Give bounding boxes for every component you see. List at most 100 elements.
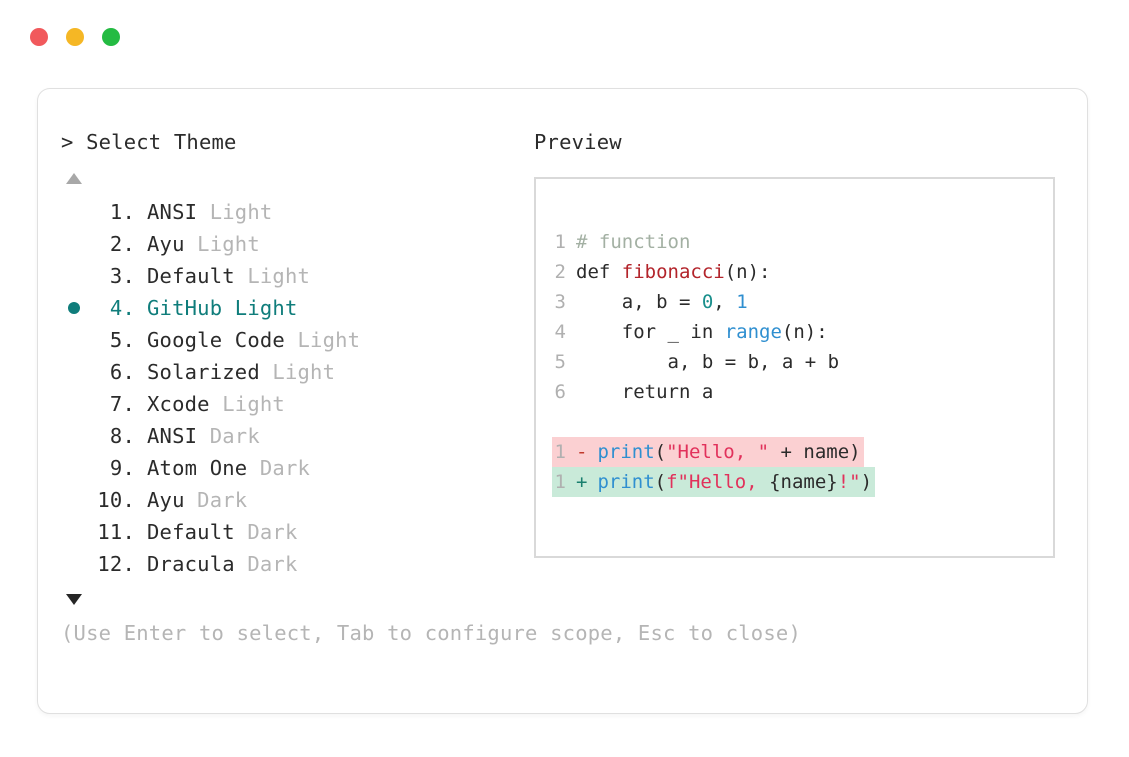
select-theme-heading: > Select Theme: [61, 130, 237, 154]
line-number: 1: [554, 231, 566, 253]
theme-item-variant: Dark: [197, 424, 260, 448]
code-line-content: # function: [566, 227, 690, 257]
theme-item-variant: Dark: [184, 488, 248, 512]
theme-item-variant: Light: [284, 328, 361, 352]
selection-indicator-cell: [61, 356, 87, 388]
line-number: 3: [554, 291, 566, 313]
keyboard-hint: (Use Enter to select, Tab to configure s…: [61, 621, 801, 645]
theme-item-index: 5.: [109, 328, 135, 352]
selection-indicator-cell: [61, 260, 87, 292]
theme-item-name: Ayu: [147, 232, 185, 256]
theme-list-item[interactable]: 6.Solarized Light: [61, 356, 531, 388]
code-token: 0: [701, 291, 714, 313]
code-line: 3 a, b = 0, 1: [552, 287, 748, 317]
code-token: {name}: [769, 471, 838, 493]
theme-item-index: 4.: [109, 296, 135, 320]
code-line-content: a, b = b, a + b: [566, 347, 840, 377]
theme-item-name: Ayu: [147, 488, 185, 512]
selection-indicator-cell: [61, 484, 87, 516]
selection-indicator-cell: [61, 292, 87, 324]
diff-sign: +: [576, 471, 588, 493]
theme-item-variant: Dark: [234, 520, 298, 544]
diff-line-content: print("Hello, " + name): [597, 437, 863, 467]
window-traffic-lights: [30, 28, 120, 46]
close-window-button[interactable]: [30, 28, 48, 46]
theme-item-index: 9.: [109, 456, 135, 480]
code-line-content: a, b = 0, 1: [566, 287, 748, 317]
scroll-down-icon[interactable]: [66, 594, 82, 605]
diff-removed-line: 1-print("Hello, " + name): [552, 437, 864, 467]
theme-item-index: 10.: [97, 488, 135, 512]
selection-indicator-cell: [61, 228, 87, 260]
code-token: print: [597, 441, 655, 463]
theme-list-item[interactable]: 8. ANSI Dark: [61, 420, 531, 452]
theme-list-item[interactable]: 1. ANSI Light: [61, 196, 531, 228]
selection-indicator-cell: [61, 420, 87, 452]
theme-list-item[interactable]: 10. Ayu Dark: [61, 484, 531, 516]
theme-item-name: Solarized: [147, 360, 260, 384]
theme-item-name: Google Code: [147, 328, 285, 352]
code-token: (n):: [724, 261, 771, 283]
theme-item-variant: Dark: [247, 456, 311, 480]
theme-item-index: 2.: [109, 232, 135, 256]
line-number: 1: [554, 441, 566, 463]
diff-added-line: 1+print(f"Hello, {name}!"): [552, 467, 876, 497]
code-line: 6 return a: [552, 377, 714, 407]
theme-list-item[interactable]: 12.Dracula Dark: [61, 548, 531, 580]
preview-heading: Preview: [534, 130, 622, 154]
theme-list-item[interactable]: 2. Ayu Light: [61, 228, 531, 260]
theme-item-name: ANSI: [147, 200, 198, 224]
code-token: a, b = b, a + b: [576, 351, 840, 373]
theme-item-name: Atom One: [147, 456, 248, 480]
code-token: (n):: [781, 321, 828, 343]
theme-item-name: GitHub: [147, 296, 223, 320]
theme-item-name: ANSI: [147, 424, 198, 448]
selection-indicator-cell: [61, 324, 87, 356]
diff-line-content: print(f"Hello, {name}!"): [597, 467, 875, 497]
code-token: # function: [576, 231, 691, 253]
code-line-content: def fibonacci(n):: [566, 257, 770, 287]
code-line-content: return a: [566, 377, 714, 407]
code-line: 4 for _ in range(n):: [552, 317, 828, 347]
selection-indicator-cell: [61, 452, 87, 484]
code-token: range: [724, 321, 782, 343]
minimize-window-button[interactable]: [66, 28, 84, 46]
theme-item-variant: Light: [259, 360, 336, 384]
code-token: 1: [736, 291, 748, 313]
code-line: 5 a, b = b, a + b: [552, 347, 840, 377]
theme-list-item[interactable]: 11.Default Dark: [61, 516, 531, 548]
theme-item-index: 1.: [109, 200, 135, 224]
code-token: "Hello, ": [666, 441, 770, 463]
theme-item-variant: Light: [222, 296, 298, 320]
line-number: 6: [554, 381, 566, 403]
theme-item-index: 12.: [97, 552, 135, 576]
theme-item-index: 8.: [109, 424, 135, 448]
theme-item-name: Default: [147, 264, 235, 288]
theme-list-item[interactable]: 9. Atom One Dark: [61, 452, 531, 484]
code-line-content: for _ in range(n):: [566, 317, 828, 347]
theme-item-variant: Light: [234, 264, 311, 288]
selection-indicator-cell: [61, 196, 87, 228]
code-token: ): [860, 471, 873, 493]
selection-indicator-cell: [61, 388, 87, 420]
theme-list-item[interactable]: 4. GitHub Light: [61, 292, 531, 324]
code-token: + name): [769, 441, 861, 463]
theme-item-variant: Light: [197, 200, 273, 224]
theme-list-item[interactable]: 7.Xcode Light: [61, 388, 531, 420]
theme-list-item[interactable]: 5. Google Code Light: [61, 324, 531, 356]
code-token: a, b =: [576, 291, 702, 313]
theme-list-item[interactable]: 3.Default Light: [61, 260, 531, 292]
diff-sign: -: [576, 441, 588, 463]
code-blank-line: [552, 407, 1049, 437]
theme-item-variant: Light: [184, 232, 260, 256]
theme-item-variant: Light: [209, 392, 285, 416]
code-token: return a: [576, 381, 714, 403]
scroll-up-icon[interactable]: [66, 173, 82, 184]
theme-item-name: Default: [147, 520, 235, 544]
maximize-window-button[interactable]: [102, 28, 120, 46]
